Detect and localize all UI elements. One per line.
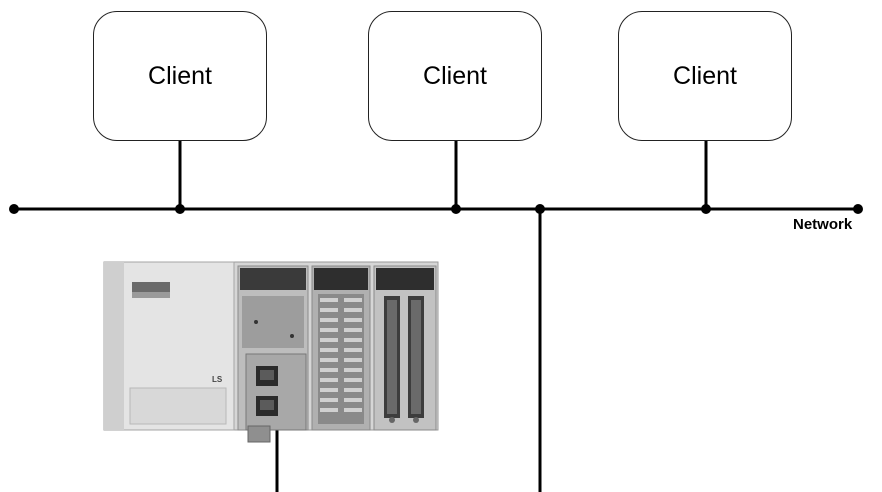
network-label: Network [793,216,853,233]
client-node-2: Client [368,11,542,141]
client-1-junction [175,204,185,214]
bus-end-left [9,204,19,214]
plc-brand-mark: LS [212,375,223,384]
bus-end-right [853,204,863,214]
plc-rack-image: LS [103,261,439,443]
client-label: Client [673,61,737,90]
server-junction [535,204,545,214]
client-label: Client [423,61,487,90]
client-node-1: Client [93,11,267,141]
client-node-3: Client [618,11,792,141]
client-2-junction [451,204,461,214]
client-3-junction [701,204,711,214]
client-label: Client [148,61,212,90]
